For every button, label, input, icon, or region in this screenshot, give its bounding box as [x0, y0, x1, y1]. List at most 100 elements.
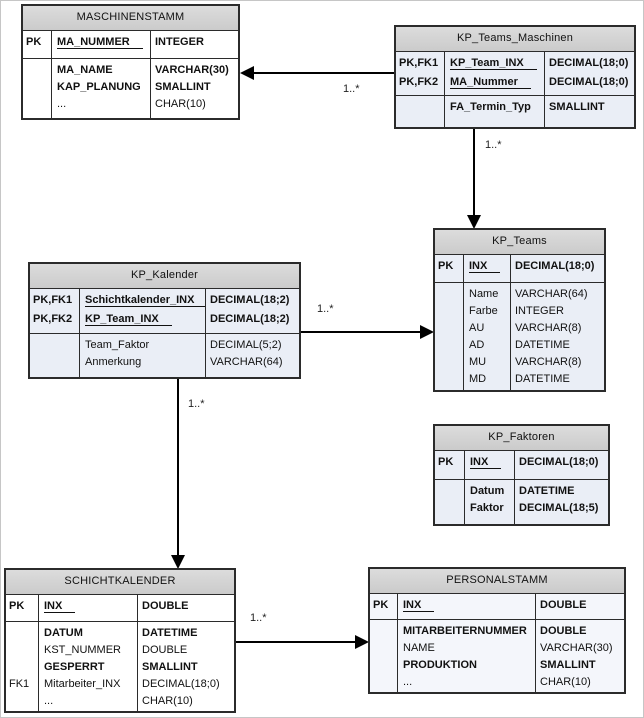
- field-type: SMALLINT: [540, 659, 596, 671]
- name-column: MA_NUMMER: [52, 31, 151, 58]
- field-name: MU: [469, 356, 487, 368]
- field-name: MA_Nummer: [450, 74, 543, 93]
- field-name: MA_NAME: [57, 64, 113, 76]
- key-label: [9, 642, 37, 659]
- field-name: FA_Termin_Typ: [450, 101, 531, 113]
- arrowhead-right-icon: [420, 325, 434, 339]
- field-name: INX: [403, 597, 534, 616]
- field-name: KP_Team_INX: [85, 311, 204, 330]
- type-column: DECIMAL(18;2) DECIMAL(18;2): [206, 289, 299, 333]
- name-column: INX: [39, 595, 138, 621]
- field-type: VARCHAR(8): [515, 322, 582, 334]
- key-label: [438, 286, 462, 303]
- table-title: KP_Kalender: [30, 264, 299, 289]
- name-column: FA_Termin_Typ: [445, 96, 545, 127]
- field-name: MD: [469, 373, 487, 385]
- key-label: [399, 99, 443, 116]
- name-column: MA_NAME KAP_PLANUNG...: [52, 59, 151, 118]
- field-type: DECIMAL(5;2): [210, 339, 282, 351]
- key-label: [33, 337, 78, 354]
- field-name: ...: [403, 676, 413, 688]
- key-column: PK: [23, 31, 52, 58]
- field-name: Anmerkung: [85, 356, 142, 368]
- key-label: PK,FK2: [33, 313, 73, 325]
- key-label: [9, 625, 37, 642]
- field-name: PRODUKTION: [403, 659, 477, 671]
- name-column: INX: [398, 594, 536, 619]
- connector-line: [473, 129, 475, 216]
- key-label: [373, 674, 396, 691]
- key-label: [438, 354, 462, 371]
- cardinality-label: 1..*: [250, 612, 267, 624]
- key-column: PK: [435, 451, 465, 479]
- key-label: [438, 500, 463, 517]
- field-name: NAME: [403, 642, 435, 654]
- connector-line: [253, 72, 394, 74]
- field-type: SMALLINT: [142, 661, 198, 673]
- key-label: PK,FK2: [399, 76, 439, 88]
- field-name: Name: [469, 288, 499, 300]
- field-type: DATETIME: [515, 373, 570, 385]
- key-column: [435, 283, 464, 390]
- field-type: CHAR(10): [142, 695, 193, 707]
- field-name: MA_NUMMER: [57, 34, 149, 53]
- primary-key-section: PK MA_NUMMER INTEGER: [23, 31, 238, 59]
- key-label: [9, 693, 37, 710]
- type-column: DECIMAL(5;2)VARCHAR(64): [206, 334, 299, 377]
- arrowhead-right-icon: [355, 635, 369, 649]
- field-type: DOUBLE: [142, 600, 189, 612]
- key-column: PK: [370, 594, 398, 619]
- field-type: INTEGER: [155, 36, 204, 48]
- key-label: PK: [438, 456, 454, 468]
- key-column: [23, 59, 52, 118]
- key-column: [435, 480, 465, 524]
- cardinality-label: 1..*: [317, 303, 334, 315]
- field-type: DECIMAL(18;2): [210, 294, 290, 306]
- key-label: [438, 337, 462, 354]
- field-type: CHAR(10): [155, 98, 206, 110]
- field-name: Faktor: [470, 502, 504, 514]
- field-type: DECIMAL(18;2): [210, 313, 290, 325]
- field-type: DECIMAL(18;0): [549, 57, 629, 69]
- field-type: VARCHAR(64): [515, 288, 588, 300]
- field-name: Datum: [470, 485, 505, 497]
- key-column: PK: [435, 255, 464, 282]
- key-column: PK: [6, 595, 39, 621]
- type-column: DOUBLE: [536, 594, 624, 619]
- field-name: ...: [57, 98, 67, 110]
- table-title: PERSONALSTAMM: [370, 569, 624, 594]
- field-name: KP_Team_INX: [450, 55, 543, 74]
- connector-line: [236, 641, 356, 643]
- cardinality-label: 1..*: [485, 139, 502, 151]
- field-name: KAP_PLANUNG: [57, 81, 141, 93]
- key-label: [26, 62, 50, 79]
- cardinality-label: 1..*: [188, 398, 205, 410]
- field-name: Farbe: [469, 305, 498, 317]
- key-label: PK: [26, 36, 42, 48]
- field-name: Schichtkalender_INX: [85, 292, 205, 311]
- field-name: ...: [44, 695, 54, 707]
- arrowhead-left-icon: [240, 66, 254, 80]
